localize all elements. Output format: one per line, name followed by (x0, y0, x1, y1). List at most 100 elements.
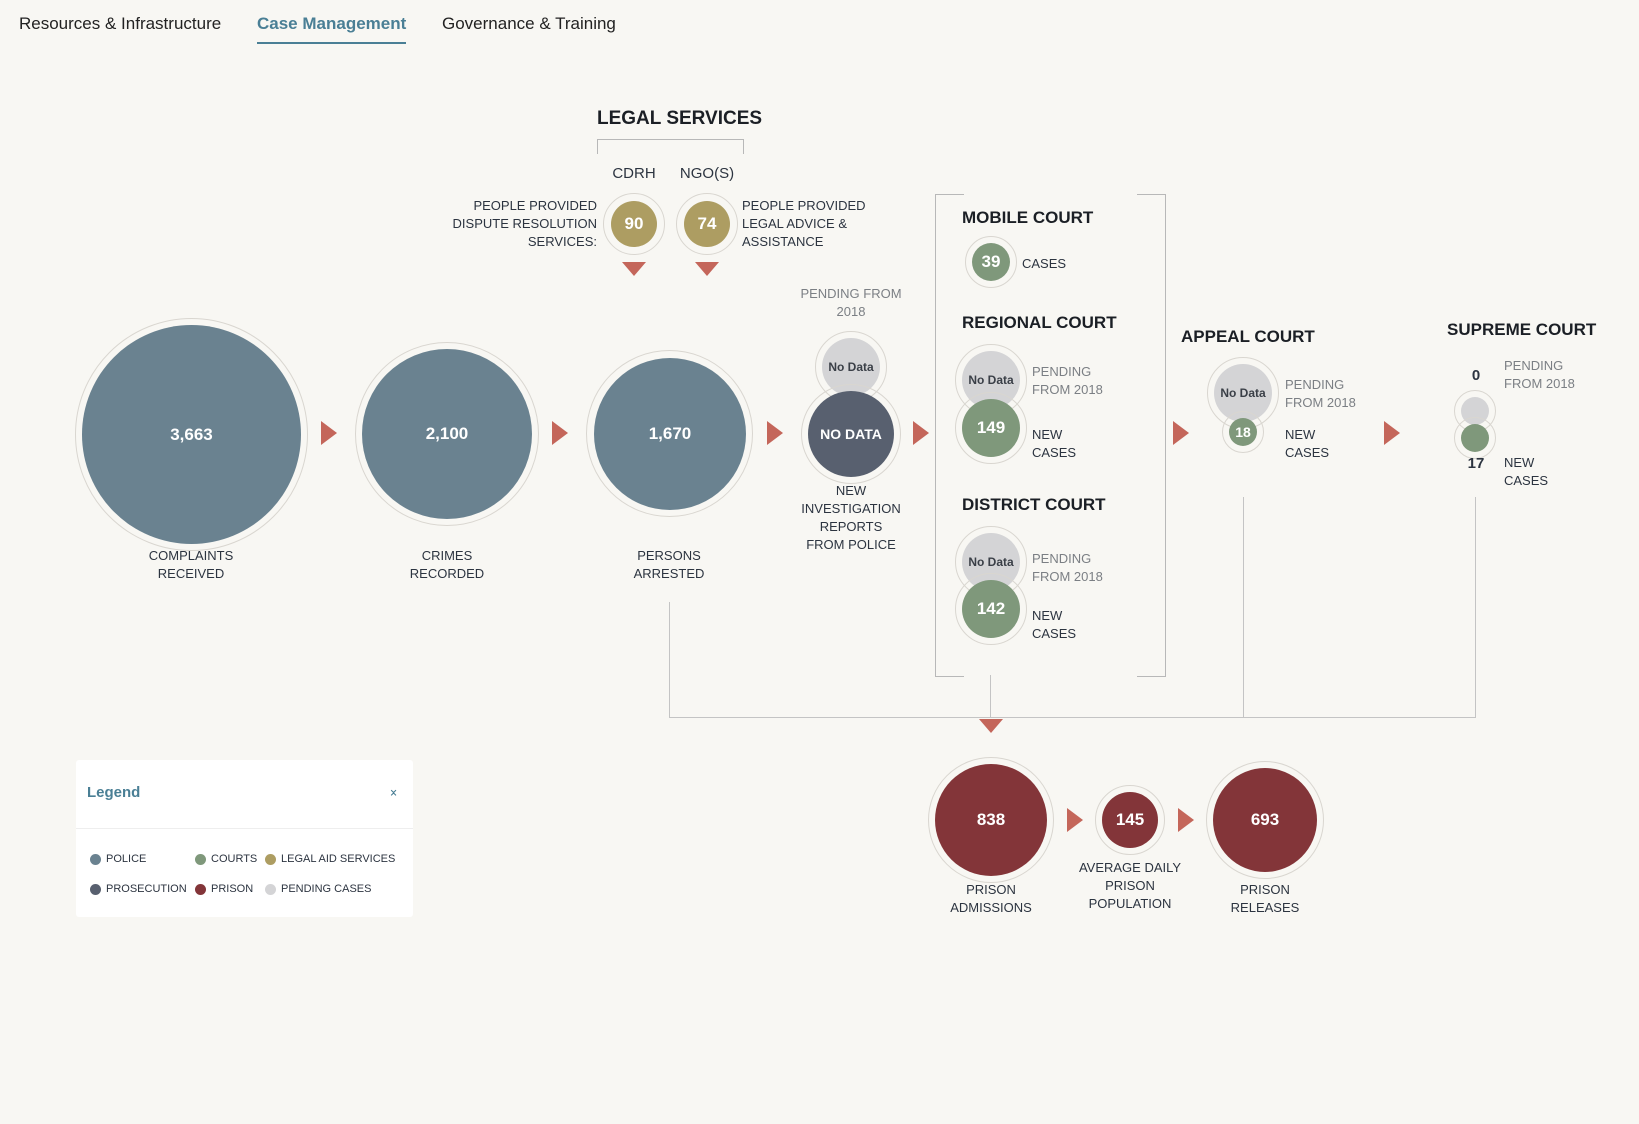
connector-line (1475, 497, 1476, 718)
legend-item-label: PENDING CASES (281, 883, 372, 895)
courts-bracket-left (935, 194, 964, 677)
legend-item-label: POLICE (106, 853, 147, 865)
legal-aid-dot-icon (265, 853, 276, 865)
prison-down-arrow (979, 719, 1003, 733)
prison-releases-label: PRISON RELEASES (1230, 882, 1300, 915)
flow-arrow (1178, 808, 1194, 832)
ngos-label: NGO(S) (679, 165, 735, 182)
supreme-court-pending-value: 0 (1471, 367, 1481, 384)
connector-line (1243, 497, 1244, 718)
connector-line (669, 717, 1476, 718)
prison-population-label: AVERAGE DAILY PRISON POPULATION (1078, 860, 1182, 911)
cdrh-description: PEOPLE PROVIDED DISPUTE RESOLUTION SERVI… (452, 198, 597, 249)
prison-dot-icon (195, 883, 206, 895)
legend-item-legal-aid: LEGAL AID SERVICES (265, 853, 395, 865)
legend-item-label: LEGAL AID SERVICES (281, 853, 396, 865)
legend-item-courts: COURTS (195, 853, 257, 865)
flow-arrow (1173, 421, 1189, 445)
police-dot-icon (90, 853, 101, 865)
legend-item-label: COURTS (211, 853, 258, 865)
appeal-court-new-ring (1222, 411, 1264, 453)
legend-item-pending: PENDING CASES (265, 883, 371, 895)
legend-item-prosecution: PROSECUTION (90, 883, 187, 895)
flow-arrow (321, 421, 337, 445)
ngos-value: 74 (684, 201, 730, 247)
supreme-court-new-circle (1461, 424, 1489, 452)
prison-admissions-value: 838 (935, 764, 1047, 876)
flow-arrow (1384, 421, 1400, 445)
regional-court-new-label: NEW CASES (1032, 427, 1077, 460)
prison-releases-value: 693 (1213, 768, 1317, 872)
flow-arrow (913, 421, 929, 445)
prosecution-pending-label: PENDING FROM 2018 (800, 286, 902, 319)
supreme-court-title: SUPREME COURT (1447, 320, 1597, 339)
regional-court-pending-label: PENDING FROM 2018 (1032, 364, 1103, 397)
crimes-recorded-value: 2,100 (362, 349, 532, 519)
connector-line (669, 602, 670, 718)
legend-title: Legend (87, 784, 141, 801)
mobile-court-label: CASES (1022, 256, 1067, 271)
district-court-new-ring (955, 573, 1027, 645)
ngos-down-arrow (695, 262, 719, 276)
legend-divider (76, 828, 413, 829)
cdrh-label: CDRH (612, 165, 656, 182)
mobile-court-ring (965, 236, 1017, 288)
district-court-new-value: 142 (962, 580, 1020, 638)
appeal-court-pending-label: PENDING FROM 2018 (1285, 377, 1356, 410)
prison-population-value: 145 (1102, 792, 1158, 848)
complaints-received-label: COMPLAINTS RECEIVED (148, 548, 234, 581)
prosecution-new-value: NO DATA (808, 391, 894, 477)
flow-arrow (552, 421, 568, 445)
complaints-received-value: 3,663 (82, 325, 301, 544)
ngos-description: PEOPLE PROVIDED LEGAL ADVICE & ASSISTANC… (742, 198, 866, 249)
prison-admissions-label: PRISON ADMISSIONS (950, 882, 1032, 915)
appeal-court-new-value: 18 (1229, 418, 1257, 446)
flow-arrow (1067, 808, 1083, 832)
prison-releases-ring (1206, 761, 1324, 879)
prosecution-new-label: NEW INVESTIGATION REPORTS FROM POLICE (801, 483, 901, 552)
regional-court-new-ring (955, 392, 1027, 464)
complaints-ring (75, 318, 308, 551)
ngos-ring (676, 193, 738, 255)
legend-item-prison: PRISON (195, 883, 253, 895)
tab-case-management[interactable]: Case Management (257, 14, 407, 33)
pending-dot-icon (265, 883, 276, 895)
district-court-pending-label: PENDING FROM 2018 (1032, 551, 1103, 584)
courts-dot-icon (195, 853, 206, 865)
district-court-new-label: NEW CASES (1032, 608, 1077, 641)
courts-bracket-right (1137, 194, 1166, 677)
legal-services-title: LEGAL SERVICES (597, 108, 763, 129)
crimes-ring (355, 342, 539, 526)
tab-resources-infrastructure[interactable]: Resources & Infrastructure (19, 14, 222, 33)
legend-item-police: POLICE (90, 853, 146, 865)
supreme-court-new-ring (1454, 417, 1496, 459)
legend-item-label: PRISON (211, 883, 254, 895)
cdrh-value: 90 (611, 201, 657, 247)
tab-governance-training[interactable]: Governance & Training (442, 14, 616, 33)
persons-arrested-value: 1,670 (594, 358, 746, 510)
persons-arrested-label: PERSONS ARRESTED (633, 548, 705, 581)
district-court-title: DISTRICT COURT (962, 495, 1106, 514)
chevron-collapse-icon[interactable]: ⌄⌃ (388, 781, 399, 805)
regional-court-title: REGIONAL COURT (962, 313, 1117, 332)
legend-item-label: PROSECUTION (106, 883, 187, 895)
cdrh-ring (603, 193, 665, 255)
supreme-court-new-value: 17 (1467, 455, 1485, 472)
prison-admissions-ring (928, 757, 1054, 883)
cdrh-down-arrow (622, 262, 646, 276)
appeal-court-new-label: NEW CASES (1285, 427, 1330, 460)
legend-panel: Legend ⌄⌃ POLICE COURTS LEGAL AID SERVIC… (76, 760, 413, 917)
prison-population-ring (1095, 785, 1165, 855)
mobile-court-title: MOBILE COURT (962, 208, 1094, 227)
prosecution-new-ring (801, 384, 901, 484)
legal-services-bracket (597, 139, 744, 154)
appeal-court-pending-value: No Data (1214, 364, 1272, 422)
appeal-court-title: APPEAL COURT (1181, 327, 1315, 346)
prosecution-dot-icon (90, 883, 101, 895)
supreme-court-new-label: NEW CASES (1504, 455, 1549, 488)
flow-arrow (767, 421, 783, 445)
arrested-ring (586, 350, 753, 517)
mobile-court-value: 39 (972, 243, 1010, 281)
regional-court-new-value: 149 (962, 399, 1020, 457)
active-tab-indicator (257, 42, 406, 44)
